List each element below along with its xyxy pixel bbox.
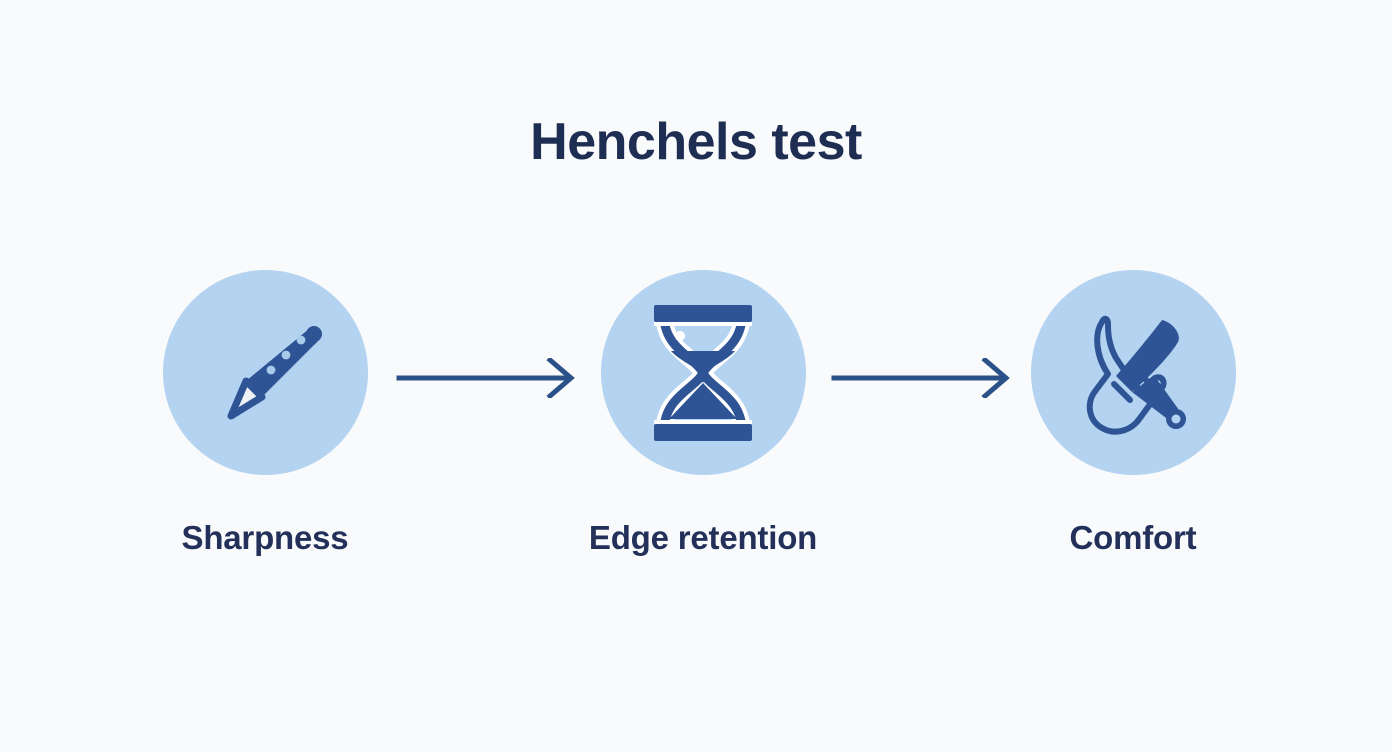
icon-badge-comfort — [1030, 270, 1236, 475]
icon-badge-edge-retention — [600, 270, 806, 475]
flow-arrow-1 — [395, 356, 595, 400]
flow-step-comfort: Comfort — [973, 270, 1293, 554]
page-title: Henchels test — [530, 113, 862, 171]
hand-gripping-knife-icon — [1086, 315, 1186, 435]
flow-step-label-edge-retention: Edge retention — [588, 519, 818, 556]
flow-step-sharpness: Sharpness — [105, 270, 425, 554]
process-flow: Sharpness — [0, 270, 1392, 570]
knife-blade-icon — [227, 325, 322, 419]
flow-step-edge-retention: Edge retention — [543, 270, 863, 554]
flow-step-label-sharpness: Sharpness — [181, 519, 349, 556]
icon-badge-sharpness — [162, 270, 368, 475]
flow-step-label-comfort: Comfort — [1069, 519, 1197, 556]
arrow-right-icon — [396, 356, 575, 400]
flow-arrow-2 — [830, 356, 1030, 400]
hourglass-icon — [654, 304, 752, 441]
arrow-right-icon — [831, 356, 1010, 400]
